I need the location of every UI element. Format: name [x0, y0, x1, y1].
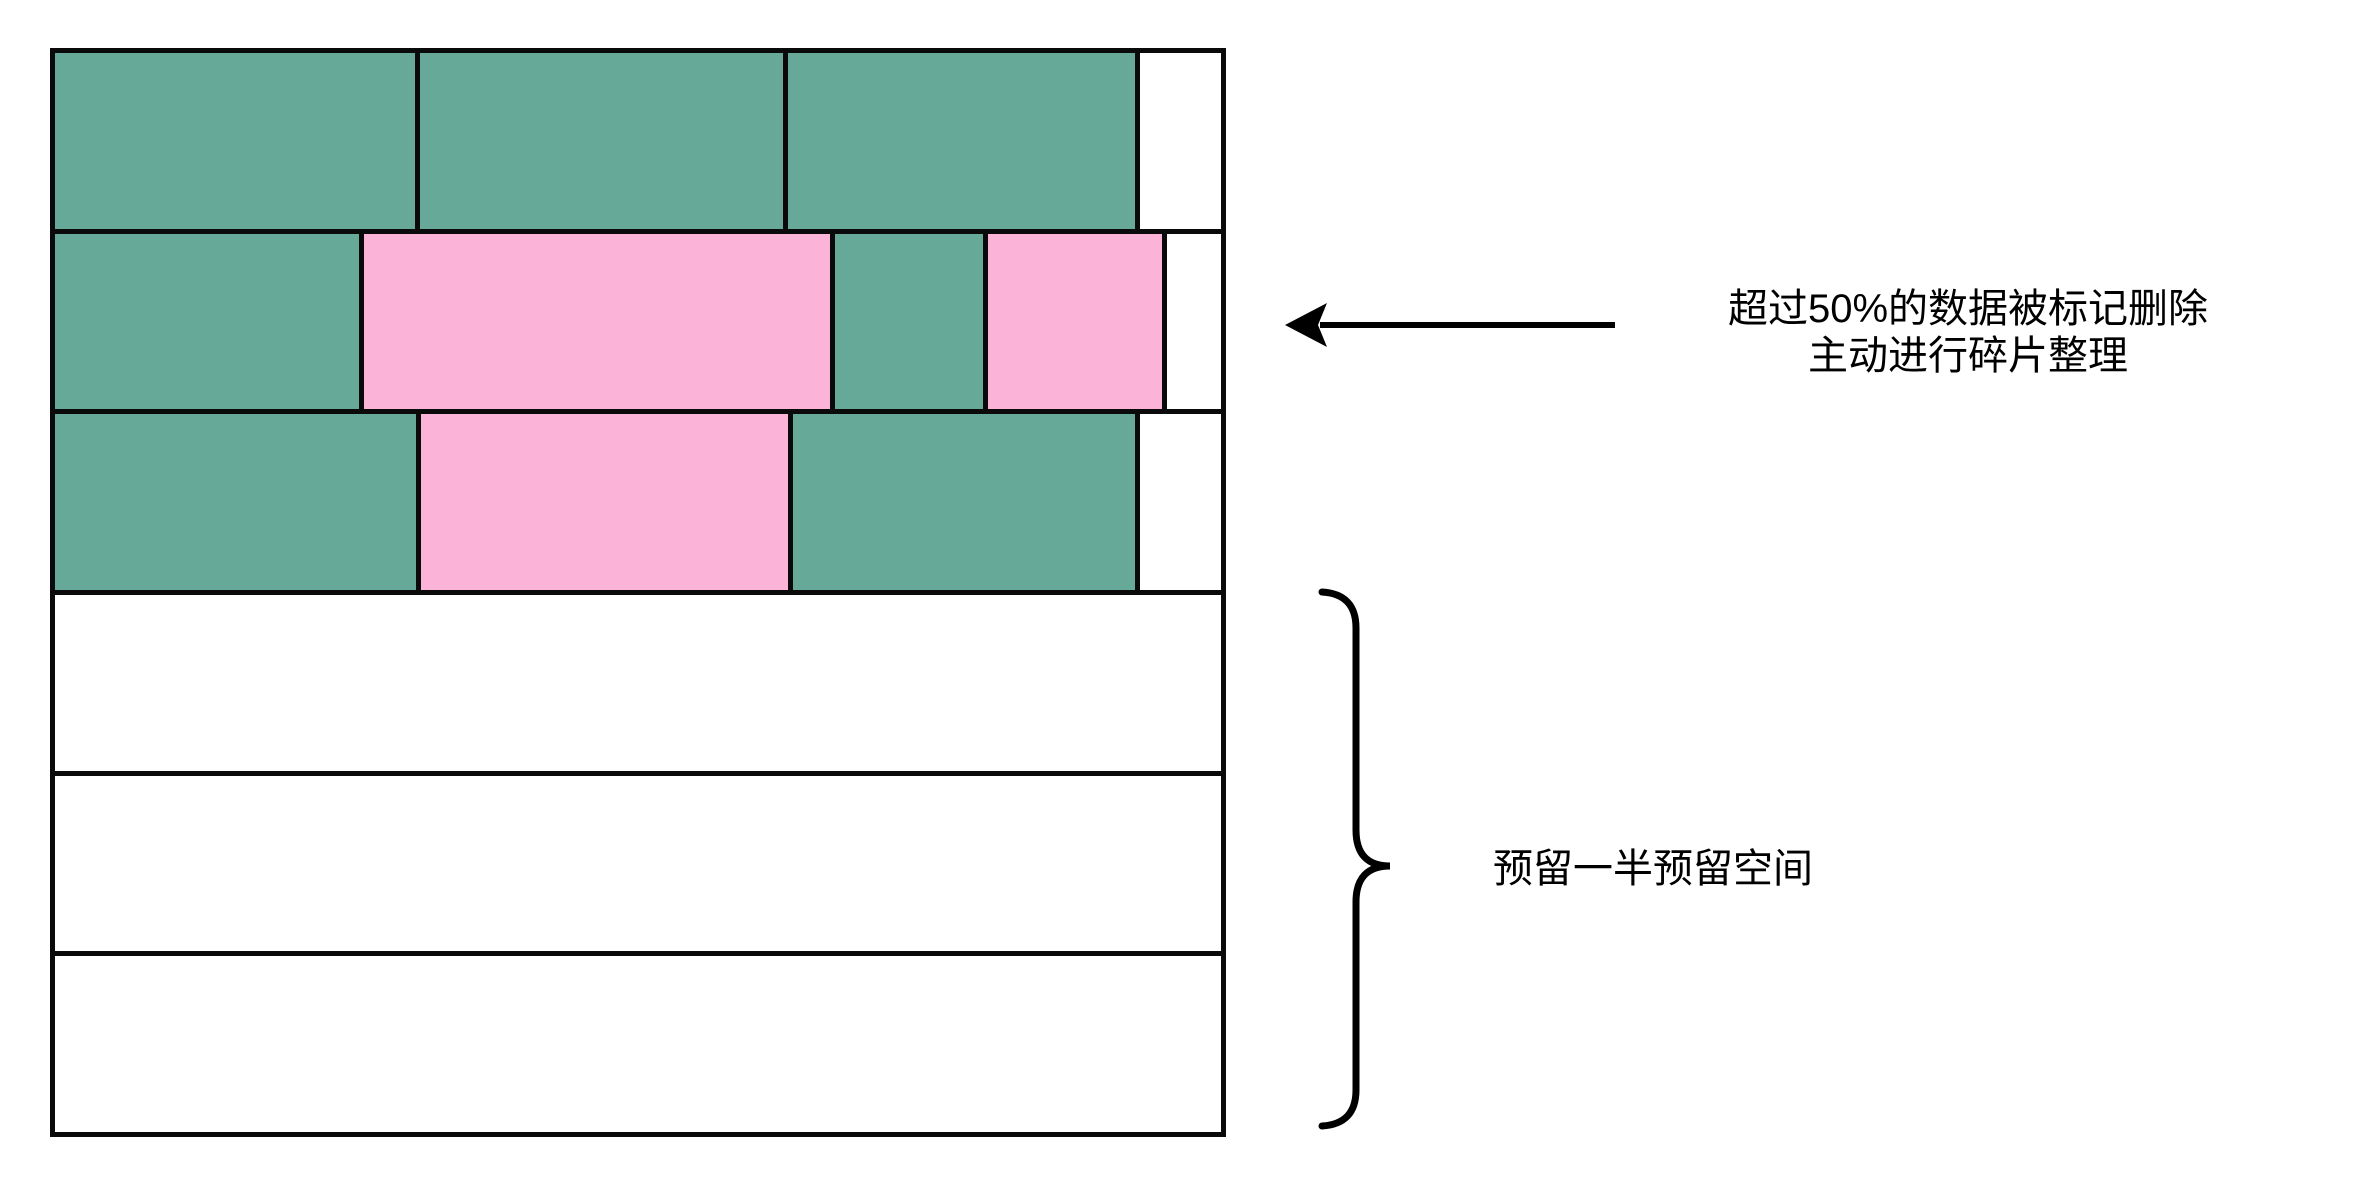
block-cell-empty: [55, 775, 1221, 952]
block-cell-empty: [55, 595, 1221, 771]
block-cell-valid: [420, 53, 783, 229]
block-row-3: [55, 414, 1221, 591]
block-row-6: [55, 956, 1221, 1133]
block-row-1: [55, 53, 1221, 229]
block-cell-valid: [55, 414, 416, 591]
block-cell-empty: [1140, 414, 1221, 591]
block-cell-valid: [835, 233, 983, 410]
arrow-annotation-line2: 主动进行碎片整理: [1808, 334, 2128, 378]
block-cell-valid: [55, 233, 359, 410]
block-cell-empty: [1167, 233, 1221, 410]
arrow-annotation-line1: 超过50%的数据被标记删除: [1727, 287, 2209, 331]
block-cell-empty: [1140, 53, 1221, 229]
block-cell-empty: [55, 956, 1221, 1133]
block-row-2: [55, 233, 1221, 410]
block-cell-deleted: [421, 414, 788, 591]
block-grid: [50, 48, 1226, 1137]
curly-brace-icon: [1318, 588, 1391, 1130]
block-cell-valid: [793, 414, 1135, 591]
block-row-5: [55, 775, 1221, 952]
arrow-head-icon: [1285, 303, 1327, 347]
block-cell-valid: [788, 53, 1135, 229]
arrow-annotation: 超过50%的数据被标记删除 主动进行碎片整理: [1662, 286, 2274, 380]
block-cell-deleted: [364, 233, 830, 410]
block-cell-deleted: [988, 233, 1162, 410]
brace-annotation: 预留一半预留空间: [1493, 847, 1813, 891]
block-cell-valid: [55, 53, 415, 229]
block-row-4: [55, 595, 1221, 771]
